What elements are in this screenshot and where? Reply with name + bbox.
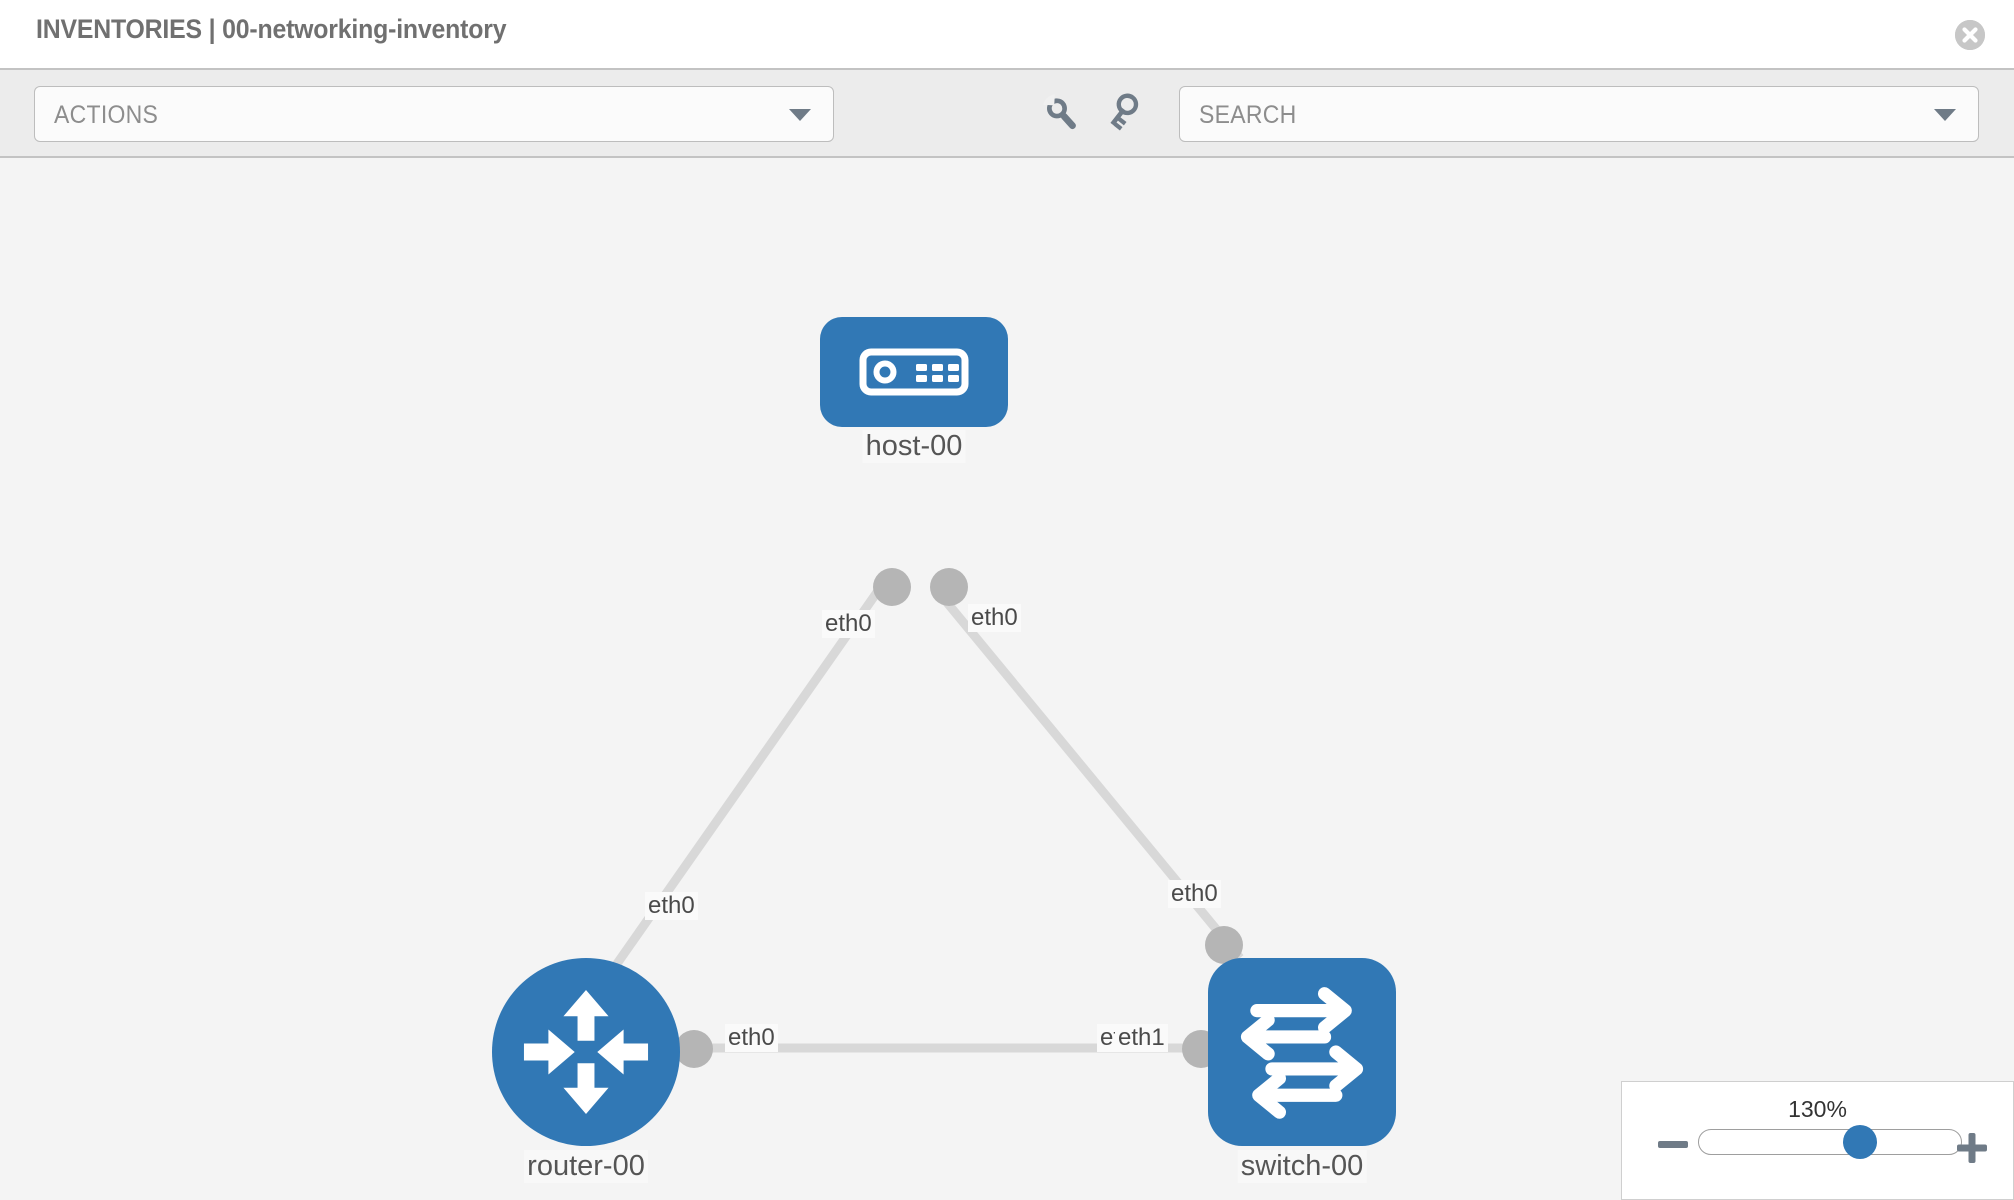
actions-dropdown[interactable]: ACTIONS <box>34 86 834 142</box>
zoom-in-button[interactable] <box>1955 1131 1989 1166</box>
zoom-percent-label: 130% <box>1788 1096 1847 1122</box>
port-router-right[interactable] <box>675 1030 713 1068</box>
edge-label-host-right: eth0 <box>968 604 1021 632</box>
plus-icon <box>1957 1133 1987 1163</box>
key-icon[interactable] <box>1108 92 1152 136</box>
chevron-down-icon <box>789 109 811 121</box>
host-node-shape <box>820 317 1008 427</box>
port-switch-top[interactable] <box>1205 926 1243 964</box>
switch-node-shape <box>1208 958 1396 1146</box>
router-arrows-icon <box>523 989 649 1115</box>
edge-label-router-right: eth0 <box>725 1024 778 1052</box>
edge-label-switch-up: eth0 <box>1168 880 1221 908</box>
node-switch-00[interactable]: switch-00 <box>1208 958 1396 1183</box>
zoom-slider-thumb[interactable] <box>1842 1125 1877 1159</box>
toolbar: ACTIONS SEARC <box>0 68 2014 158</box>
node-label-router-00: router-00 <box>524 1150 648 1183</box>
zoom-slider-track[interactable] <box>1698 1125 1962 1159</box>
edge-label-host-left: eth0 <box>822 610 875 638</box>
edge-label-switch-left-over: eth1 <box>1115 1024 1168 1052</box>
search-input[interactable]: SEARCH <box>1179 86 1979 142</box>
edge-label-router-up: eth0 <box>645 892 698 920</box>
port-host-right[interactable] <box>930 568 968 606</box>
search-placeholder: SEARCH <box>1199 101 1297 129</box>
page-header: INVENTORIES | 00-networking-inventory <box>0 0 2014 68</box>
server-icon <box>859 348 969 396</box>
link-router-host <box>596 585 884 991</box>
page-title: INVENTORIES | 00-networking-inventory <box>36 14 507 44</box>
zoom-out-button[interactable] <box>1656 1131 1690 1160</box>
wrench-icon[interactable] <box>1040 92 1084 136</box>
router-node-shape <box>492 958 680 1146</box>
zoom-control: 130% <box>1621 1081 2014 1200</box>
chevron-down-icon[interactable] <box>1934 109 1956 121</box>
actions-dropdown-label: ACTIONS <box>54 101 159 129</box>
port-host-left[interactable] <box>873 568 911 606</box>
topology-canvas[interactable]: host-00 router-00 <box>0 158 2014 1200</box>
node-label-host-00: host-00 <box>862 430 966 463</box>
node-host-00[interactable]: host-00 <box>820 317 1008 463</box>
node-label-switch-00: switch-00 <box>1237 1150 1367 1183</box>
switch-arrows-icon <box>1240 987 1364 1119</box>
node-router-00[interactable]: router-00 <box>492 958 680 1183</box>
minus-icon <box>1658 1141 1688 1148</box>
topology-links <box>596 585 1244 1053</box>
close-icon[interactable] <box>1955 20 1985 50</box>
